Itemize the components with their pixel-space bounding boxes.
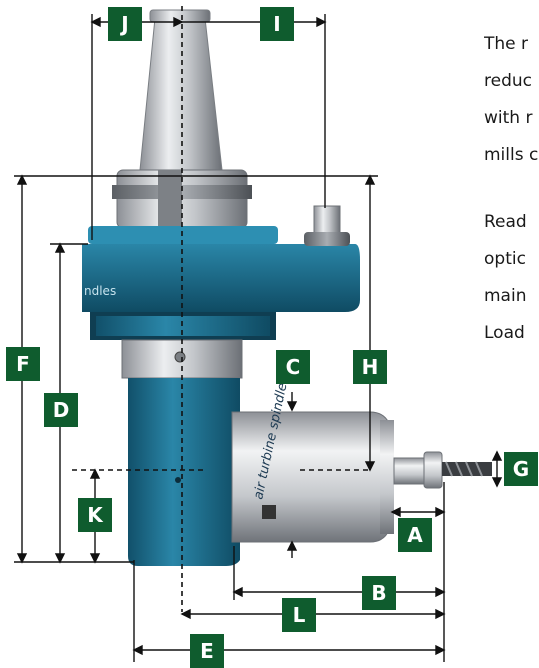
dimension-label-b: B bbox=[362, 576, 396, 610]
housing-text: ndles bbox=[84, 284, 116, 298]
dimension-label-c: C bbox=[276, 350, 310, 384]
taper-shank bbox=[139, 9, 223, 171]
description-line: The r bbox=[484, 34, 529, 54]
blue-angle-body bbox=[128, 378, 240, 566]
description-line: Read bbox=[484, 212, 527, 232]
dimension-label-j: J bbox=[108, 7, 142, 41]
stop-pin bbox=[304, 205, 350, 246]
description-line: main bbox=[484, 286, 527, 306]
dimension-label-g: G bbox=[504, 452, 538, 486]
dimension-label-k: K bbox=[78, 498, 112, 532]
dimension-label-d: D bbox=[44, 393, 78, 427]
description-line: optic bbox=[484, 249, 526, 269]
dimension-label-e: E bbox=[190, 634, 224, 668]
dimension-label-i: I bbox=[260, 7, 294, 41]
description-line: reduc bbox=[484, 71, 532, 91]
dimension-label-l: L bbox=[282, 598, 316, 632]
description-line: mills c bbox=[484, 145, 539, 165]
dimension-lines bbox=[14, 14, 503, 662]
center-lines bbox=[72, 6, 368, 612]
collet-and-tool bbox=[393, 451, 492, 489]
blue-housing-upper: ndles bbox=[82, 226, 360, 340]
dimension-label-a: A bbox=[398, 518, 432, 552]
description-line: Load bbox=[484, 323, 525, 343]
description-line: with r bbox=[484, 108, 533, 128]
description-text: The r reduc with r mills c Read optic ma… bbox=[484, 26, 539, 352]
dimension-label-h: H bbox=[353, 350, 387, 384]
dimension-label-f: F bbox=[6, 347, 40, 381]
